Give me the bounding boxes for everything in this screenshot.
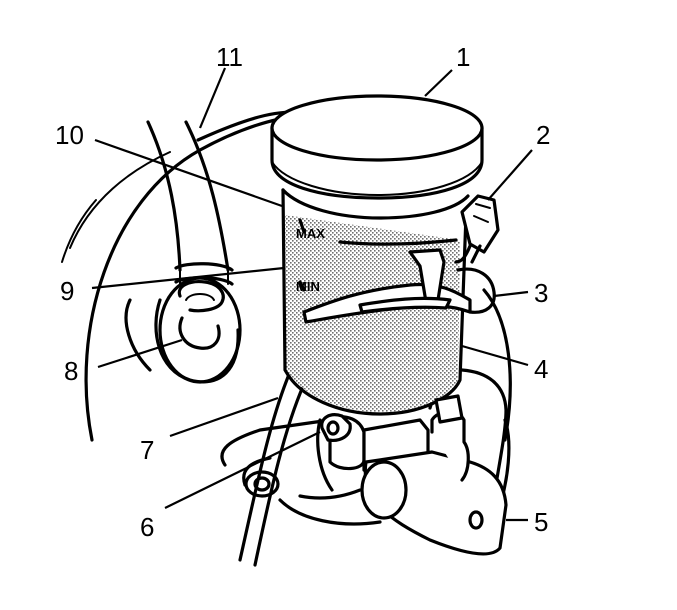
callout-4: 4 (534, 354, 548, 384)
fluid-level-fill (285, 215, 460, 412)
reservoir-cap (270, 94, 484, 200)
fluid-level-sensor-connector (454, 194, 500, 264)
callout-3: 3 (534, 278, 548, 308)
callout-2: 2 (536, 120, 550, 150)
callout-5: 5 (534, 507, 548, 537)
callout-1: 1 (456, 42, 470, 72)
callout-11: 11 (216, 42, 243, 72)
leader-lines (91, 67, 533, 522)
min-level-label: MIN (296, 279, 320, 294)
max-level-label: MAX (296, 226, 325, 241)
callout-10: 10 (55, 120, 84, 150)
vacuum-hose (146, 120, 234, 286)
callout-8: 8 (64, 356, 78, 386)
outlet-fitting (434, 394, 464, 424)
fluid-reservoir (281, 188, 470, 416)
check-valve (154, 276, 242, 384)
brake-pipe-fitting (320, 413, 352, 442)
callout-9: 9 (60, 276, 74, 306)
reservoir-clip (456, 244, 496, 314)
callout-7: 7 (140, 435, 154, 465)
callout-6: 6 (140, 512, 154, 542)
reservoir-strap (302, 248, 472, 324)
